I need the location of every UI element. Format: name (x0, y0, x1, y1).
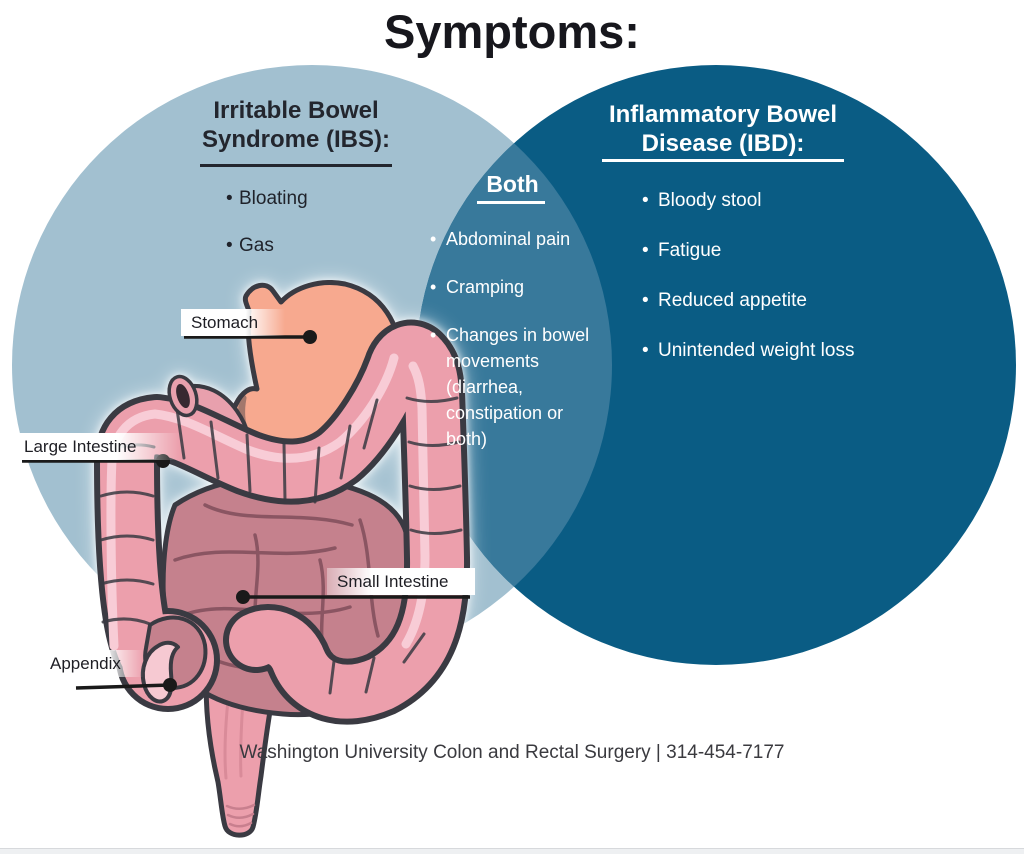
appendix-pointer-dot (163, 678, 177, 692)
list-item: Reduced appetite (642, 290, 854, 312)
both-symptom-list: Abdominal pain Cramping Changes in bowel… (430, 226, 604, 474)
list-item: Gas (226, 235, 308, 257)
large-intestine-label: Large Intestine (14, 433, 180, 460)
ibd-heading-line1: Inflammatory Bowel (608, 101, 838, 128)
ibd-heading-underline (602, 159, 844, 162)
list-item: Bloody stool (642, 190, 854, 212)
appendix-label: Appendix (40, 650, 144, 677)
ibd-heading: Inflammatory Bowel Disease (IBD): (570, 100, 876, 158)
small-intestine-label: Small Intestine (327, 568, 475, 595)
ibd-heading-line2: Disease (IBD): (641, 130, 805, 157)
small-intestine-pointer-dot (236, 590, 250, 604)
ibs-symptom: Bloating (239, 188, 308, 209)
stomach-label: Stomach (181, 309, 285, 336)
label-pointer-dots (156, 330, 317, 692)
ibs-heading-line2: Syndrome (IBS): (201, 126, 390, 153)
ibd-symptom: Fatigue (658, 240, 722, 261)
ibs-heading-line1: Irritable Bowel (213, 97, 379, 124)
both-symptom: Abdominal pain (446, 229, 571, 249)
ibd-symptom-list: Bloody stool Fatigue Reduced appetite Un… (642, 190, 854, 390)
list-item: Cramping (430, 274, 604, 300)
list-item: Changes in bowel movements (diarrhea, co… (430, 322, 604, 452)
bullet-icon (226, 235, 239, 257)
bullet-icon (430, 226, 446, 252)
list-item: Fatigue (642, 240, 854, 262)
bullet-icon (430, 322, 446, 348)
footer-text: Washington University Colon and Rectal S… (239, 742, 785, 763)
list-item: Unintended weight loss (642, 340, 854, 362)
stomach-pointer-dot (303, 330, 317, 344)
colon-highlight (106, 353, 399, 651)
appendix-pointer-line (75, 683, 171, 690)
ibs-symptom: Gas (239, 235, 274, 256)
bottom-edge-bar (0, 848, 1024, 854)
both-symptom: Changes in bowel movements (diarrhea, co… (446, 325, 590, 449)
bowel-cut-end (167, 374, 199, 418)
ibd-symptom: Bloody stool (658, 190, 762, 211)
list-item: Abdominal pain (430, 226, 604, 252)
list-item: Bloating (226, 188, 308, 210)
both-symptom: Cramping (446, 277, 525, 297)
bullet-icon (226, 188, 239, 210)
bullet-icon (642, 240, 658, 262)
page-title: Symptoms: (384, 5, 640, 58)
ibd-symptom: Unintended weight loss (658, 340, 855, 361)
bullet-icon (642, 290, 658, 312)
ibs-symptom-list: Bloating Gas (226, 188, 308, 282)
bullet-icon (642, 190, 658, 212)
ibd-symptom: Reduced appetite (658, 290, 807, 311)
bullet-icon (642, 340, 658, 362)
both-heading-underline (477, 201, 545, 204)
ibs-heading: Irritable Bowel Syndrome (IBS): (146, 96, 446, 154)
label-pointers (22, 335, 470, 690)
bullet-icon (430, 274, 446, 300)
both-heading: Both (486, 171, 539, 197)
ibs-heading-underline (200, 164, 392, 167)
